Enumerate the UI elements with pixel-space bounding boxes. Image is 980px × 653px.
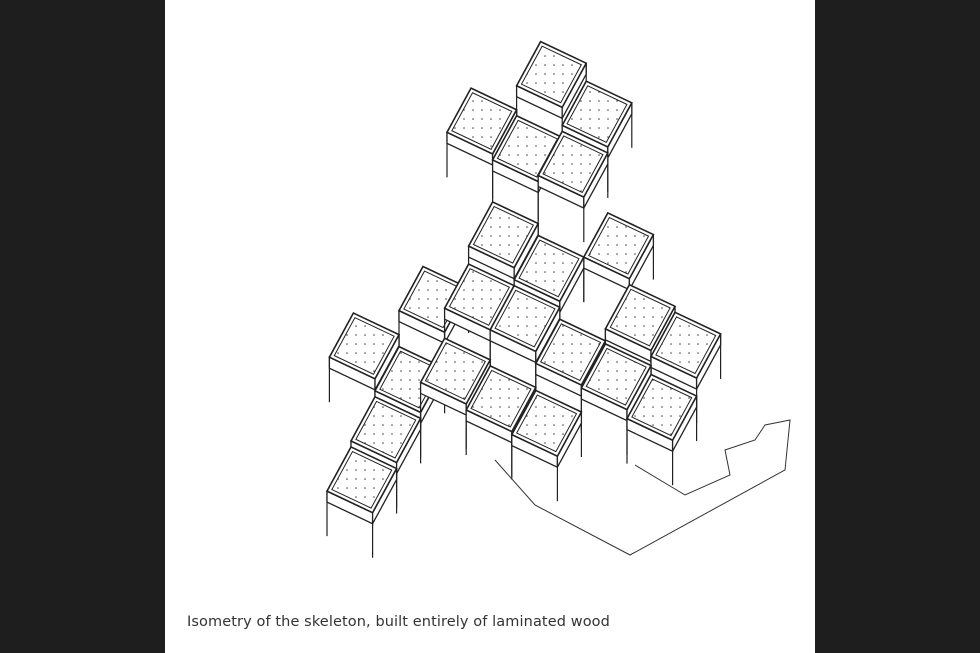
tray-floor — [520, 45, 583, 104]
tray-floor — [566, 85, 628, 144]
tray-floor — [470, 369, 532, 428]
figure-caption: Isometry of the skeleton, built entirely… — [187, 614, 610, 630]
tray-floor — [515, 394, 578, 453]
tray-floor — [542, 135, 604, 194]
tray-floor — [539, 323, 602, 382]
isometric-skeleton-drawing — [325, 40, 791, 558]
tray-floor — [609, 288, 671, 347]
ground-outline — [494, 419, 791, 556]
tray-floor — [448, 268, 511, 326]
tray-floor — [587, 216, 650, 275]
tray-floor — [451, 92, 513, 150]
tray-floor — [494, 289, 556, 348]
book-page: Isometry of the skeleton, built entirely… — [165, 0, 815, 653]
tray-floor — [655, 316, 717, 375]
tray-floor — [631, 378, 693, 437]
tray-floor — [355, 400, 417, 459]
tray-floor — [424, 342, 487, 401]
tray-floor — [496, 119, 559, 178]
tray-floor — [518, 239, 580, 298]
tray-floor — [585, 347, 647, 406]
tray-floor — [333, 316, 395, 375]
tray-floor — [331, 450, 393, 509]
tray-floor — [472, 205, 535, 264]
